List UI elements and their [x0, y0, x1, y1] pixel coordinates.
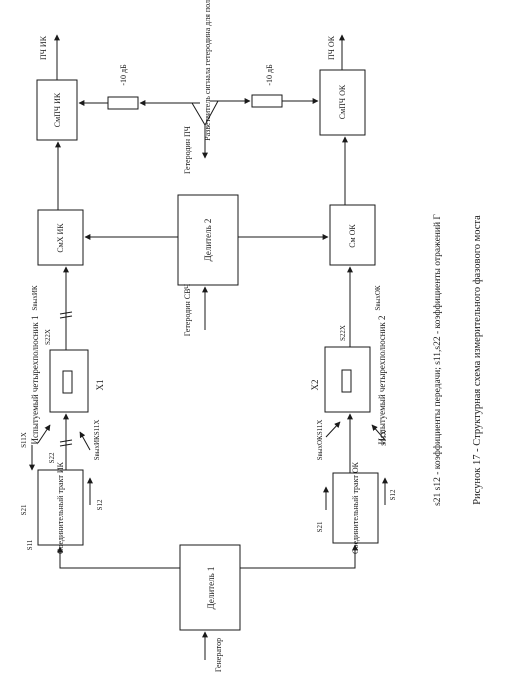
s12-top-label: S12	[96, 499, 104, 510]
x1-label: X1	[95, 380, 105, 391]
s21-top-label: S21	[20, 504, 28, 515]
s11x-bot-label: S11X	[380, 430, 388, 446]
s-dk-bot-label: SвыхОКS11X	[316, 420, 324, 461]
coupler-ik-break-a	[59, 439, 73, 443]
s22x-bot-label: S22X	[339, 325, 347, 341]
pch-lo-label: Гетеродин ПЧ	[183, 126, 192, 174]
s-dk-s11x-label: SвыхИКS11X	[93, 420, 101, 461]
coupler-ok-block	[332, 472, 379, 544]
mixer-ok-block	[329, 204, 376, 266]
div1-to-coupler-ik	[57, 546, 180, 569]
divider1-block	[179, 544, 241, 631]
s-dk-bot-arrow	[325, 421, 341, 438]
dut2-label: Испытуемый четырехполюсник 2	[377, 316, 387, 445]
dut1-break-a	[59, 311, 73, 315]
mixer-ok-label: См ОК	[348, 224, 357, 248]
divider2-block	[177, 194, 239, 286]
attenuator-ok-block	[251, 94, 283, 108]
dut1-break-b	[59, 315, 73, 319]
s11x-bot-arrow	[371, 424, 386, 441]
div1-to-coupler-ok	[240, 544, 358, 569]
att-ok-label: -10 дБ	[265, 64, 274, 86]
s22-prime-label: S22	[48, 452, 56, 463]
mixer-ik-label: СмХ ИК	[56, 223, 65, 253]
dut1-label: Испытуемый четырехполюсник 1	[30, 316, 40, 445]
generator-label: Генератор	[214, 638, 223, 672]
coupler-ik-break-b	[59, 443, 73, 447]
divider2-label: Делитель 2	[203, 219, 213, 262]
dut2-inner	[341, 369, 352, 393]
dut1-inner	[62, 370, 73, 394]
caption-line2: Рисунок 17 - Структурная схема измерител…	[472, 215, 483, 505]
s-ik-label: SвыхИК	[31, 285, 39, 310]
splitter-label: Разветвитель сигнала гетеродина для полу…	[203, 0, 212, 141]
s-dk-top-arrow	[79, 431, 91, 451]
if-mixer-ok-block	[319, 69, 366, 136]
attenuator-ik-block	[107, 96, 139, 110]
x2-label: X2	[310, 380, 320, 391]
if-mixer-ik-label: СмПЧ ИК	[53, 92, 62, 127]
divider1-label: Делитель 1	[206, 567, 216, 610]
coupler-ik-block	[37, 469, 84, 546]
if-mixer-ik-block	[36, 79, 78, 141]
mixer-ik-block	[37, 209, 84, 266]
pch-ok-out-label: ПЧ ОК	[327, 35, 336, 60]
s11x-top-arrow	[37, 424, 51, 444]
s11-top-label: S11	[26, 539, 34, 550]
s22x-top-label: S22X	[44, 329, 52, 345]
s11x-top-label: S11X	[20, 432, 28, 448]
s-ok-label: SвыхОК	[374, 285, 382, 310]
caption-line1: s21 s12 - коэффициенты передачи; s11,s22…	[432, 214, 443, 506]
s21-bot-label: S21	[316, 521, 324, 532]
if-mixer-ok-label: СмПЧ ОК	[338, 84, 347, 119]
s12-bot-label: S12	[389, 489, 397, 500]
pch-ik-out-label: ПЧ ИК	[39, 35, 48, 60]
svch-lo-label: Гетеродин СВЧ	[183, 284, 192, 337]
coupler-ik-label: Соединительный тракт ИК	[56, 461, 65, 554]
coupler-ok-label: Соединительный тракт ОК	[351, 461, 360, 554]
att-ik-label: -10 дБ	[119, 64, 128, 86]
